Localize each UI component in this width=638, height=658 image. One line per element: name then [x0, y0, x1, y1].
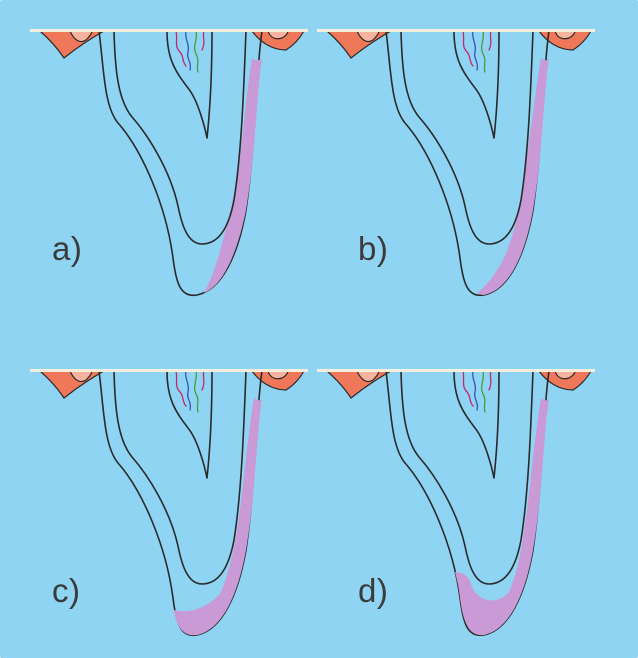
- section-edge: [317, 369, 595, 372]
- section-edge: [317, 29, 595, 32]
- panel-label-d: d): [358, 572, 388, 609]
- section-edge: [30, 369, 308, 372]
- panel-label-b: b): [358, 230, 388, 267]
- panel-label-a: a): [52, 230, 82, 267]
- panel-label-c: c): [52, 572, 81, 609]
- section-edge: [30, 29, 308, 32]
